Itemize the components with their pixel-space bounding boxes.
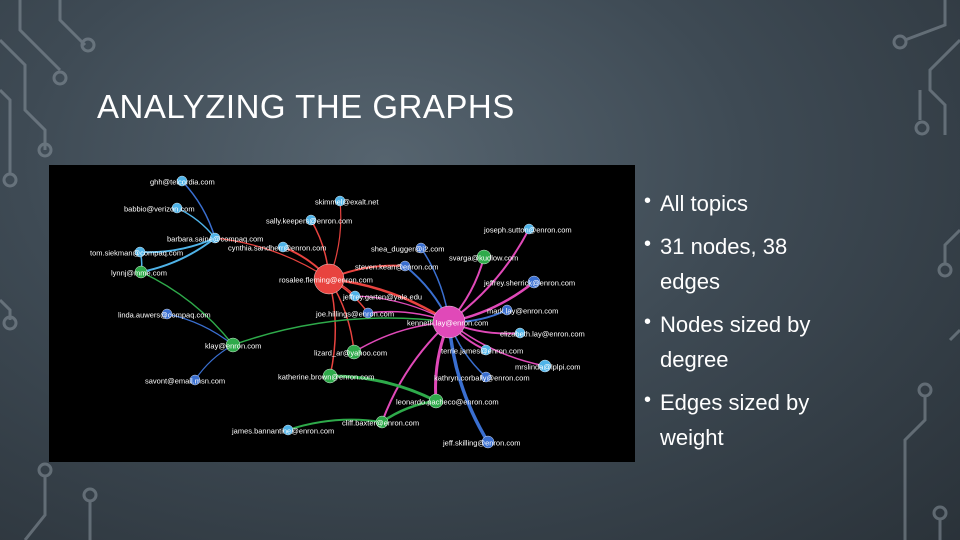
graph-node-label: kenneth.lay@enron.com [407, 319, 488, 328]
graph-node-label: barbara.saine@compaq.com [167, 235, 263, 244]
graph-node-label: leonardo.pacheco@enron.com [396, 398, 499, 407]
network-graph-image: ghh@telcordia.com babbio@verizon.com barba… [49, 165, 635, 462]
graph-node-label: james.bannantine@enron.com [231, 427, 334, 436]
graph-node-label: klay@enron.com [205, 342, 261, 351]
graph-node-label: kathryn.corbally@enron.com [434, 374, 530, 383]
graph-node-label: rosalee.fleming@enron.com [279, 276, 373, 285]
graph-node-label: ghh@telcordia.com [150, 178, 215, 187]
graph-node-label: elizabeth.lay@enron.com [500, 330, 585, 339]
bullet-item: Edges sized by weight [644, 385, 944, 455]
graph-node-label: cynthia.sandherr@enron.com [228, 244, 327, 253]
graph-node-label: terrie.james@enron.com [441, 347, 523, 356]
graph-node-label: jeff.skilling@enron.com [442, 439, 521, 448]
network-graph-svg: ghh@telcordia.com babbio@verizon.com barba… [49, 165, 635, 462]
graph-edge [141, 272, 233, 345]
graph-node-label: jeffrey.garten@yale.edu [342, 293, 422, 302]
graph-node-label: joseph.sutton@enron.com [483, 226, 572, 235]
graph-node-label: cliff.baxter@enron.com [342, 419, 419, 428]
bullet-list: All topics 31 nodes, 38 edges Nodes size… [644, 186, 944, 463]
graph-node-label: mrslinda@lplpi.com [515, 363, 581, 372]
graph-node-label: svarga@kudlow.com [449, 254, 518, 263]
graph-node-label: sally.keepers@enron.com [266, 217, 352, 226]
graph-node-label: mark.lay@enron.com [487, 307, 558, 316]
graph-node-label: tom.siekman@compaq.com [90, 249, 183, 258]
graph-node-label: katherine.brown@enron.com [278, 373, 374, 382]
graph-node-label: joe.hillings@enron.com [315, 310, 394, 319]
graph-node-label: savont@email.msn.com [145, 377, 225, 386]
graph-node-label: babbio@verizon.com [124, 205, 195, 214]
graph-node-label: jeffrey.sherrick@enron.com [483, 279, 575, 288]
graph-node-label: shea_dugger@i2.com [371, 245, 445, 254]
graph-node-label: linda.auwers@compaq.com [118, 311, 211, 320]
graph-node-label: steven.kean@enron.com [355, 263, 439, 272]
graph-node-label: lizard_ar@yahoo.com [314, 349, 387, 358]
graph-node-label: skimmel@exalt.net [315, 198, 379, 207]
bullet-item: All topics [644, 186, 944, 221]
bullet-item: 31 nodes, 38 edges [644, 229, 944, 299]
slide-title: ANALYZING THE GRAPHS [97, 88, 515, 126]
graph-node-label: lynnj@mme.com [111, 269, 167, 278]
bullet-item: Nodes sized by degree [644, 307, 944, 377]
